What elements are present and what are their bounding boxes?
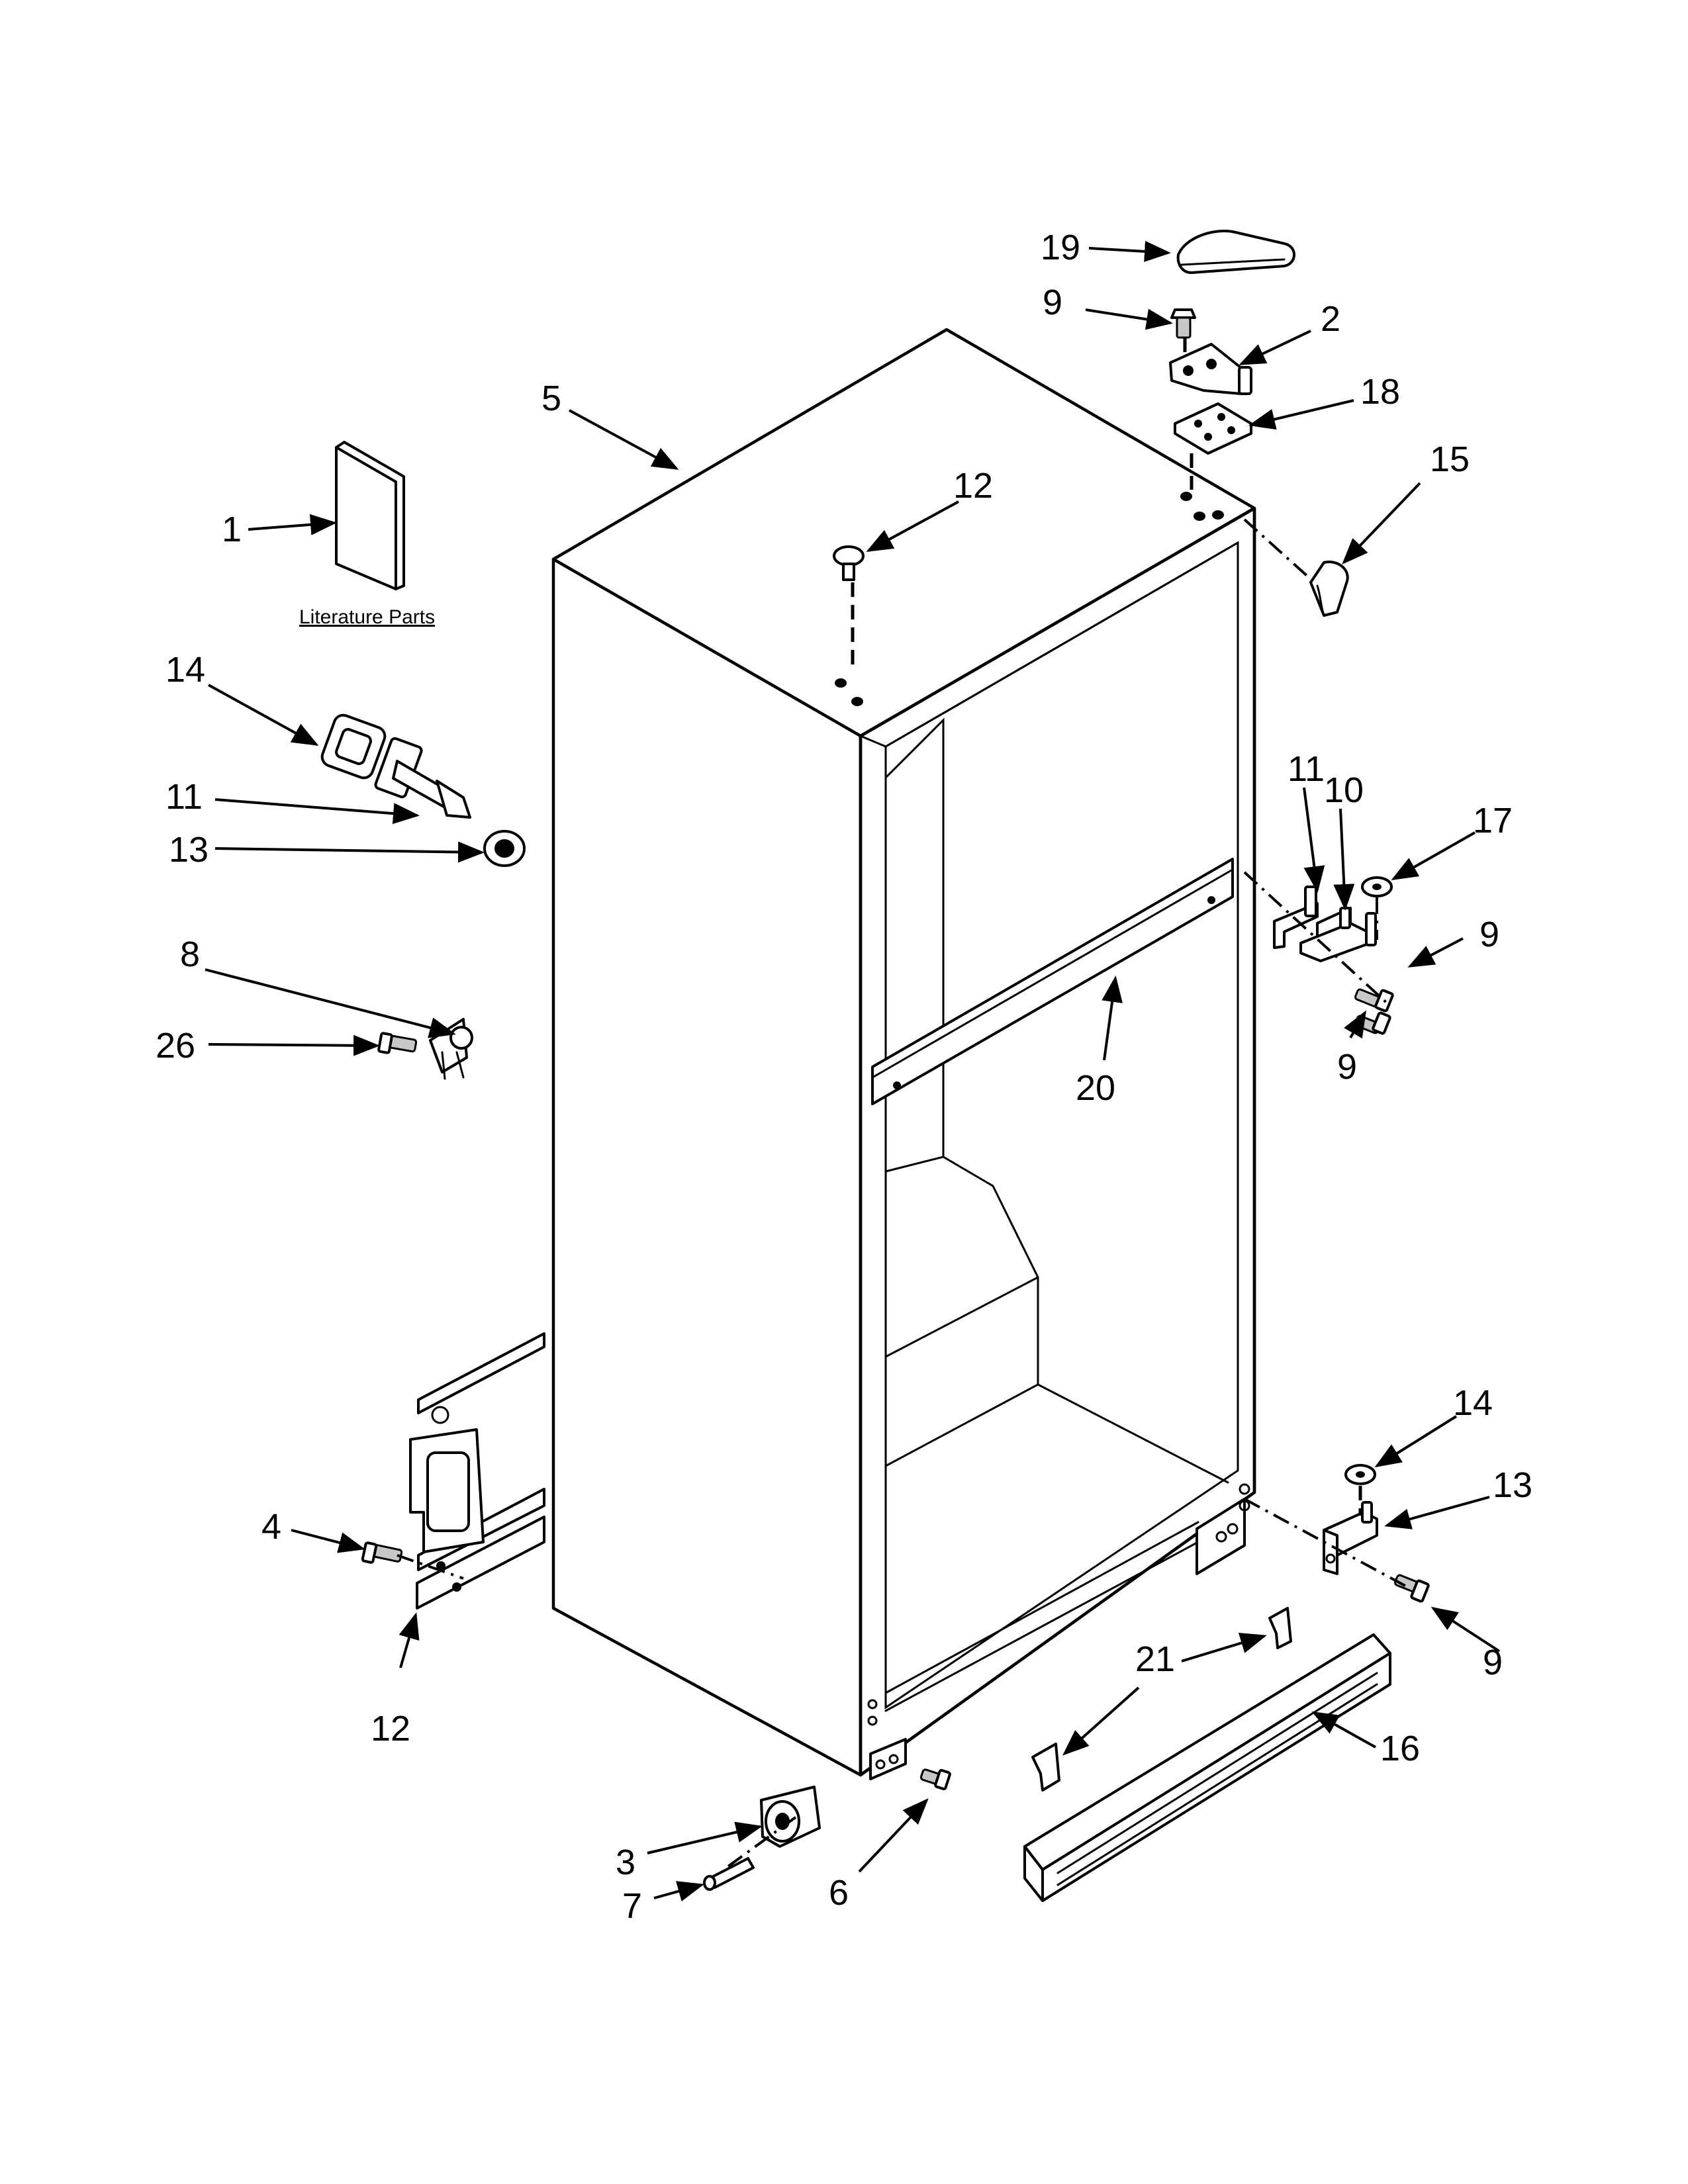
callout-7: 7: [622, 1886, 642, 1926]
cabinet: [551, 328, 1256, 1780]
grille-clip-upper-icon: [1268, 1607, 1292, 1649]
washer-14-icon: [1344, 1464, 1376, 1485]
callout-24: 20: [1076, 1068, 1115, 1108]
shaft-icon: [374, 737, 471, 819]
callout-9-mid-right: 9: [1479, 915, 1499, 954]
screw-26-icon: [377, 1032, 418, 1054]
callout-23: 19: [1041, 228, 1080, 267]
bushing-icon: [483, 830, 526, 867]
bottom-hinge-icon: [1323, 1501, 1378, 1575]
left-bracket-icon: [409, 1332, 545, 1610]
callout-15: 11: [165, 777, 203, 817]
callout-21: 17: [1473, 801, 1513, 841]
callout-25: 21: [1135, 1639, 1175, 1679]
center-hinge-icon: [1273, 886, 1377, 962]
callout-11: 11: [1288, 749, 1325, 789]
callout-2: 2: [1321, 299, 1340, 339]
callout-9-lower: 9: [1483, 1643, 1503, 1682]
callout-12: 12: [371, 1709, 410, 1749]
callout-10: 10: [1324, 770, 1364, 810]
callout-8: 8: [180, 934, 200, 974]
callout-26: 26: [156, 1026, 195, 1066]
callout-9-mid-bottom: 9: [1337, 1047, 1357, 1087]
washer-21-icon: [1361, 876, 1393, 897]
top-hinge-icon: [1169, 343, 1252, 395]
hinge-screw-9d-icon: [1394, 1574, 1430, 1603]
mullion-bar: [871, 858, 1234, 1105]
roller-assembly-icon: [760, 1786, 821, 1848]
hinge-pin-cover-icon: [1309, 561, 1349, 617]
toe-grille-icon: [1023, 1633, 1391, 1902]
hinge-shim-icon: [1174, 402, 1252, 455]
callout-4: 4: [261, 1507, 281, 1547]
callout-9-top: 9: [1043, 283, 1062, 322]
latch-bracket-icon: [429, 1018, 473, 1080]
screw-4-icon: [361, 1541, 403, 1564]
callout-14: 14: [1453, 1383, 1493, 1423]
callout-19: 15: [1430, 439, 1470, 479]
callout-5: 5: [541, 379, 561, 418]
callout-17: 13: [169, 830, 209, 870]
callout-20: 16: [1380, 1729, 1420, 1768]
callout-16: 12: [953, 466, 993, 506]
callout-13: 13: [1493, 1465, 1532, 1505]
hinge-screw-icon: [1170, 308, 1196, 339]
callout-18: 14: [165, 650, 205, 690]
callout-3: 3: [616, 1843, 635, 1882]
callout-22: 18: [1360, 372, 1400, 412]
callout-6: 6: [829, 1873, 849, 1913]
callout-1: 1: [222, 510, 242, 549]
screw-6-icon: [919, 1768, 951, 1791]
gasket-icon: [320, 713, 387, 780]
literature-parts-label: Literature Parts: [299, 606, 435, 628]
literature-booklet-icon: [335, 441, 405, 590]
grille-clip-lower-icon: [1031, 1743, 1060, 1792]
axle-pin-icon: [703, 1857, 755, 1891]
hinge-cover-icon: [1176, 230, 1295, 274]
plug-button-icon: [833, 545, 865, 581]
